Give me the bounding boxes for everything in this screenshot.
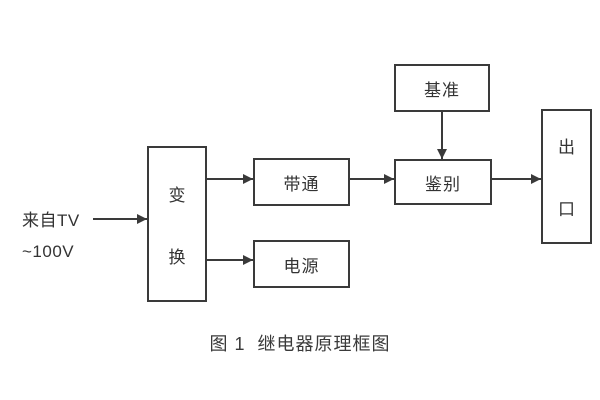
arrow-bandpass-to-discriminator [350, 174, 394, 184]
block-transform-label-char1: 变 [168, 185, 186, 205]
block-reference-label: 基准 [424, 80, 460, 100]
arrow-discriminator-to-output [492, 174, 541, 184]
block-discriminator-label: 鉴别 [425, 174, 461, 194]
block-bandpass: 带通 [253, 158, 350, 206]
block-output-label-char1: 出 [558, 138, 575, 157]
block-reference: 基准 [394, 64, 490, 112]
block-power: 电源 [253, 240, 350, 288]
block-discriminator: 鉴别 [394, 159, 492, 205]
block-output: 出 口 [541, 109, 592, 244]
arrow-input-to-transform [93, 214, 147, 224]
block-power-label: 电源 [283, 256, 320, 276]
block-output-label-char2: 口 [558, 200, 575, 219]
arrow-reference-to-discriminator [437, 112, 447, 159]
figure-caption: 图 1 继电器原理框图 [209, 334, 391, 354]
input-source-line2: ~100V [22, 242, 75, 261]
arrow-transform-to-bandpass [207, 174, 253, 184]
block-transform: 变 换 [147, 146, 207, 302]
block-transform-label-char2: 换 [168, 247, 186, 267]
block-bandpass-label: 带通 [283, 174, 320, 194]
arrow-transform-to-power [207, 255, 253, 265]
input-source-line1: 来自TV [22, 211, 80, 230]
